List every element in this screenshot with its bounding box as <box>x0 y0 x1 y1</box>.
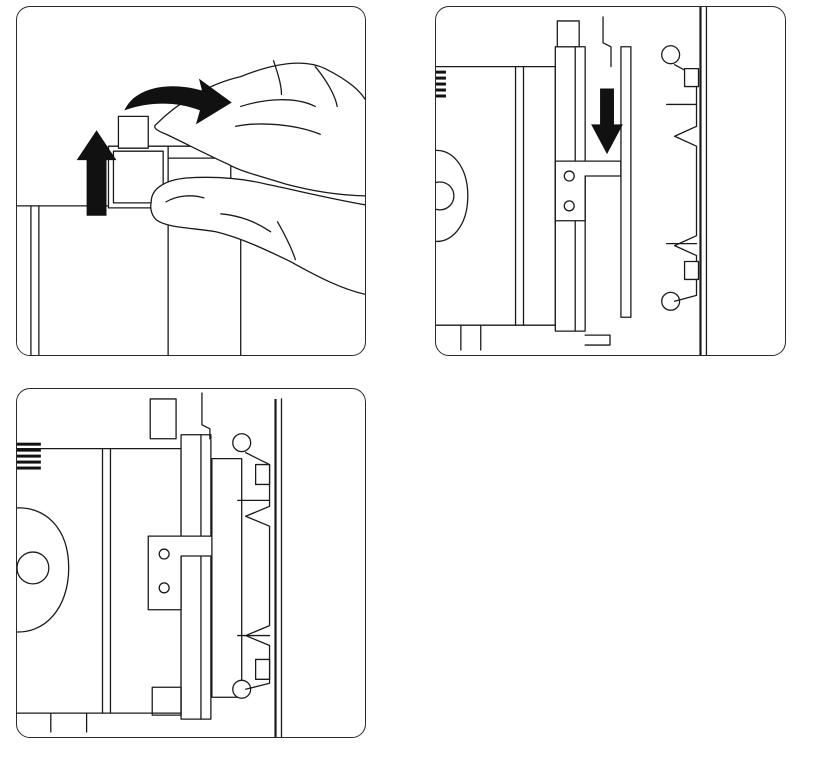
latch-knob <box>556 20 580 48</box>
adapter-plate <box>620 46 632 318</box>
up-arrow-icon <box>76 130 117 216</box>
mounting-frame <box>147 392 217 720</box>
vent-slots <box>436 70 446 98</box>
step-3-illustration <box>17 392 283 737</box>
step-2-illustration <box>436 7 708 355</box>
panel-step-3 <box>16 388 366 738</box>
down-arrow-icon <box>591 88 623 155</box>
latch-knob <box>149 398 177 440</box>
clamp-plate <box>554 160 622 222</box>
device-body <box>436 66 556 351</box>
device-body <box>17 205 242 355</box>
step-1-illustration <box>17 60 365 355</box>
vent-slots <box>17 442 41 470</box>
panel-step-2 <box>435 6 786 356</box>
wall-bracket <box>661 7 708 355</box>
panel-step-1 <box>16 6 366 356</box>
wall-bracket <box>211 398 283 737</box>
mounting-frame <box>554 16 622 346</box>
device-body <box>17 442 182 733</box>
curved-arrow-icon <box>124 78 232 125</box>
